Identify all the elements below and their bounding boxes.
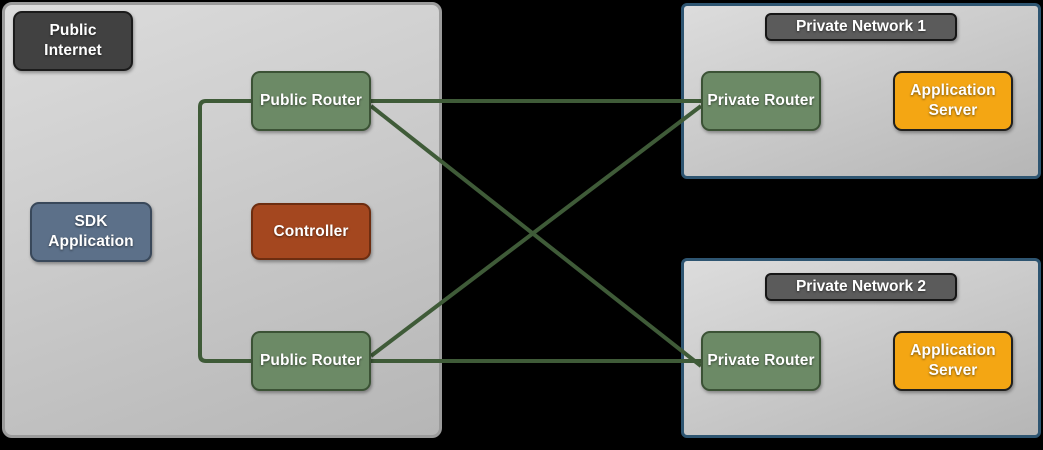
public-router-top-label: Public Router <box>259 92 363 110</box>
sdk-application-label: SDK Application <box>48 213 134 250</box>
application-server-2-label: Application Server <box>910 342 996 379</box>
private-router-1-node[interactable]: Private Router <box>701 71 821 131</box>
controller-node[interactable]: Controller <box>251 203 371 260</box>
private-network-1-title-label: Private Network 1 <box>795 18 927 35</box>
application-server-1-label: Application Server <box>910 82 996 119</box>
public-router-top-node[interactable]: Public Router <box>251 71 371 131</box>
private-network-2-title: Private Network 2 <box>765 273 957 301</box>
private-router-2-label: Private Router <box>707 352 815 370</box>
private-router-2-node[interactable]: Private Router <box>701 331 821 391</box>
application-server-1-node[interactable]: Application Server <box>893 71 1013 131</box>
public-router-bottom-label: Public Router <box>259 352 363 370</box>
private-network-1-title: Private Network 1 <box>765 13 957 41</box>
sdk-application-node[interactable]: SDK Application <box>30 202 152 262</box>
public-router-bottom-node[interactable]: Public Router <box>251 331 371 391</box>
application-server-2-node[interactable]: Application Server <box>893 331 1013 391</box>
public-internet-node[interactable]: Public Internet <box>13 11 133 71</box>
private-network-2-title-label: Private Network 2 <box>795 278 927 295</box>
controller-label: Controller <box>273 222 349 240</box>
public-internet-label: Public Internet <box>44 22 102 59</box>
private-router-1-label: Private Router <box>707 92 815 110</box>
